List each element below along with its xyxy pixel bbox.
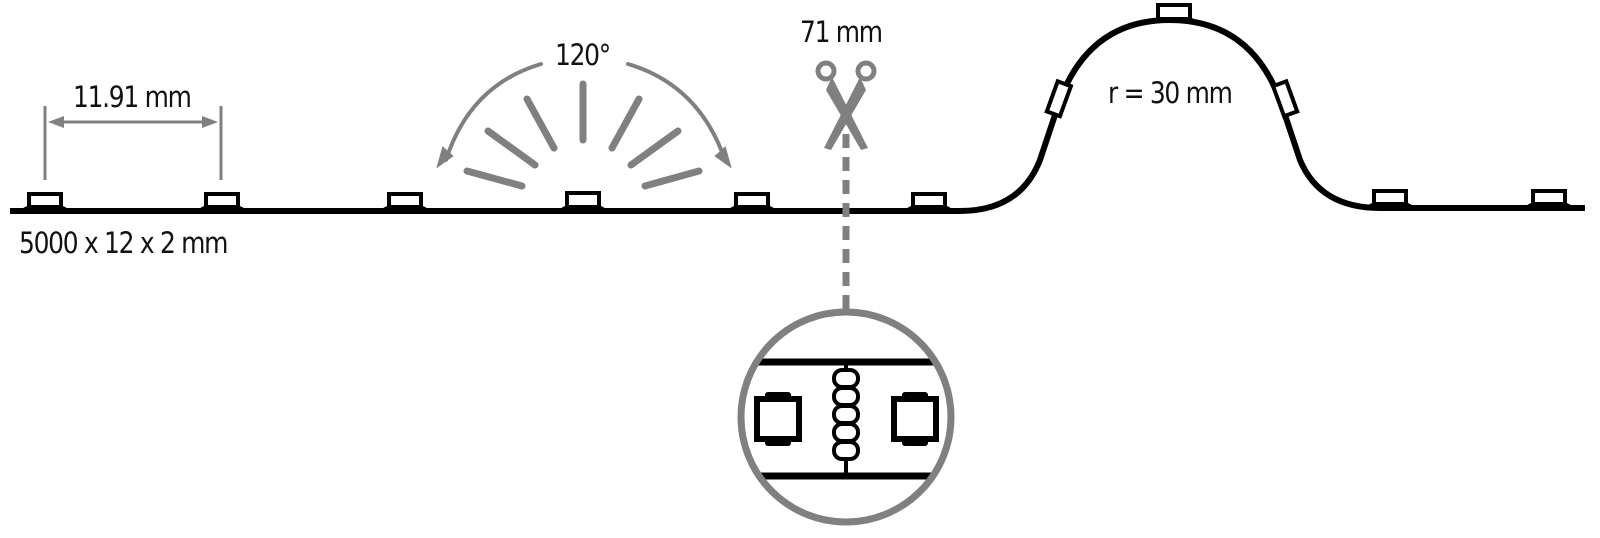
led-chip (1526, 189, 1572, 207)
bend-radius-label: r = 30 mm (1108, 76, 1233, 110)
pitch-dimension (43, 106, 223, 180)
detail-magnifier (737, 296, 955, 526)
led-chip (1367, 189, 1413, 207)
led-chip (1044, 78, 1074, 119)
led-chip (729, 192, 775, 210)
led-chip (199, 192, 245, 210)
led-chips (22, 3, 1572, 210)
led-chip (906, 192, 952, 210)
led-chip (1151, 3, 1197, 21)
led-chip (382, 192, 428, 210)
led-chip-detail (754, 392, 802, 446)
beam-angle-label: 120° (555, 38, 611, 72)
scissors-icon (815, 60, 877, 150)
dimensions-label: 5000 x 12 x 2 mm (19, 226, 228, 260)
beam-angle-indicator (436, 62, 732, 190)
resistor-pads (832, 362, 860, 476)
led-strip (10, 16, 1585, 214)
pitch-label: 11.91 mm (73, 80, 192, 114)
led-chip-detail (891, 392, 939, 446)
cut-interval-label: 71 mm (800, 15, 883, 49)
light-rays-icon (463, 80, 703, 190)
led-chip (22, 192, 68, 210)
led-chip (560, 191, 606, 209)
led-chip (1270, 78, 1300, 119)
